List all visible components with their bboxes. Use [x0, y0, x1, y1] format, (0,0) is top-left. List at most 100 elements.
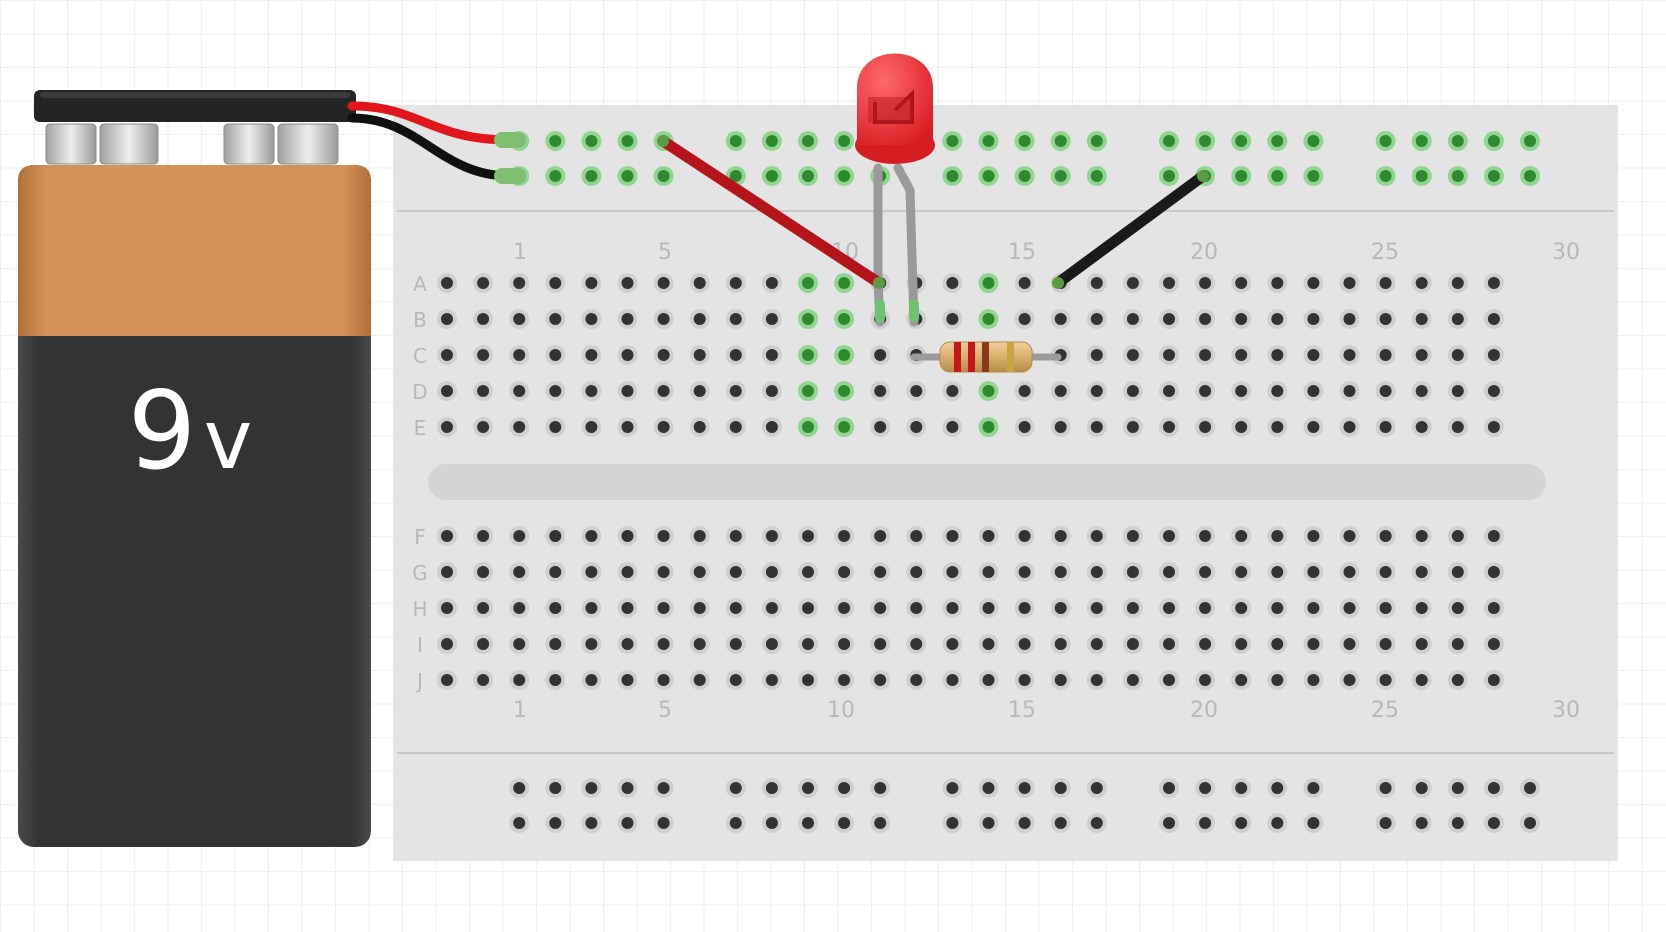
breadboard-hole[interactable]: [1018, 674, 1031, 686]
breadboard-hole[interactable]: [693, 277, 706, 289]
breadboard-hole[interactable]: [1307, 421, 1320, 433]
breadboard-hole[interactable]: [729, 602, 742, 614]
power-rail-hole[interactable]: [1415, 135, 1428, 147]
power-rail-hole[interactable]: [1451, 817, 1464, 829]
power-rail-hole[interactable]: [1090, 817, 1103, 829]
power-rail-hole[interactable]: [1524, 170, 1536, 182]
breadboard-hole[interactable]: [1379, 530, 1392, 542]
breadboard-hole[interactable]: [838, 349, 851, 361]
breadboard-hole[interactable]: [1451, 674, 1464, 686]
breadboard-hole[interactable]: [657, 674, 670, 686]
breadboard-hole[interactable]: [477, 349, 490, 361]
breadboard-hole[interactable]: [1090, 349, 1103, 361]
breadboard-hole[interactable]: [693, 349, 706, 361]
breadboard-hole[interactable]: [1379, 566, 1392, 578]
breadboard-hole[interactable]: [657, 638, 670, 650]
breadboard-hole[interactable]: [477, 638, 490, 650]
breadboard-hole[interactable]: [693, 638, 706, 650]
breadboard-hole[interactable]: [729, 566, 742, 578]
breadboard-hole[interactable]: [1487, 421, 1500, 433]
breadboard-hole[interactable]: [657, 385, 670, 397]
breadboard-hole[interactable]: [1018, 385, 1031, 397]
breadboard-hole[interactable]: [838, 277, 851, 289]
breadboard-hole[interactable]: [1451, 638, 1464, 650]
power-rail-hole[interactable]: [1054, 170, 1067, 182]
breadboard-hole[interactable]: [729, 349, 742, 361]
power-rail-hole[interactable]: [982, 135, 995, 147]
breadboard-hole[interactable]: [477, 674, 490, 686]
breadboard-hole[interactable]: [946, 385, 959, 397]
breadboard-hole[interactable]: [729, 530, 742, 542]
breadboard-hole[interactable]: [946, 277, 959, 289]
breadboard-hole[interactable]: [1451, 313, 1464, 325]
breadboard-hole[interactable]: [1054, 674, 1067, 686]
breadboard-hole[interactable]: [621, 602, 634, 614]
breadboard-hole[interactable]: [1415, 385, 1428, 397]
breadboard-hole[interactable]: [838, 674, 851, 686]
power-rail-hole[interactable]: [1018, 170, 1031, 182]
breadboard-hole[interactable]: [1126, 638, 1139, 650]
breadboard-hole[interactable]: [1379, 602, 1392, 614]
breadboard-hole[interactable]: [982, 674, 995, 686]
breadboard-hole[interactable]: [657, 421, 670, 433]
breadboard-hole[interactable]: [585, 349, 598, 361]
breadboard-hole[interactable]: [982, 638, 995, 650]
jumper-wire-red[interactable]: [657, 135, 885, 289]
breadboard-hole[interactable]: [946, 638, 959, 650]
power-rail-hole[interactable]: [1451, 782, 1464, 794]
power-rail-hole[interactable]: [1524, 782, 1536, 794]
breadboard-hole[interactable]: [802, 530, 814, 542]
breadboard-hole[interactable]: [441, 385, 453, 397]
power-rail-hole[interactable]: [549, 135, 562, 147]
breadboard-hole[interactable]: [1271, 566, 1284, 578]
breadboard-hole[interactable]: [1271, 530, 1284, 542]
breadboard-hole[interactable]: [729, 385, 742, 397]
breadboard-hole[interactable]: [513, 602, 526, 614]
breadboard-hole[interactable]: [1451, 602, 1464, 614]
power-rail-hole[interactable]: [729, 170, 742, 182]
breadboard-hole[interactable]: [513, 638, 526, 650]
breadboard-hole[interactable]: [549, 277, 562, 289]
breadboard-hole[interactable]: [1235, 530, 1248, 542]
breadboard-hole[interactable]: [802, 674, 814, 686]
breadboard-hole[interactable]: [1415, 530, 1428, 542]
breadboard-hole[interactable]: [1126, 530, 1139, 542]
breadboard-hole[interactable]: [1054, 421, 1067, 433]
power-rail-hole[interactable]: [657, 782, 670, 794]
breadboard-hole[interactable]: [1163, 313, 1175, 325]
power-rail-hole[interactable]: [1271, 817, 1284, 829]
breadboard-hole[interactable]: [621, 674, 634, 686]
breadboard-hole[interactable]: [1126, 277, 1139, 289]
breadboard-hole[interactable]: [441, 602, 453, 614]
breadboard-hole[interactable]: [802, 566, 814, 578]
breadboard-hole[interactable]: [1271, 602, 1284, 614]
power-rail-hole[interactable]: [838, 817, 851, 829]
breadboard-hole[interactable]: [693, 530, 706, 542]
power-rail-hole[interactable]: [1487, 782, 1500, 794]
breadboard-hole[interactable]: [802, 349, 814, 361]
breadboard-hole[interactable]: [441, 566, 453, 578]
power-rail-hole[interactable]: [946, 135, 959, 147]
breadboard-hole[interactable]: [477, 530, 490, 542]
breadboard-hole[interactable]: [513, 674, 526, 686]
breadboard-hole[interactable]: [838, 638, 851, 650]
breadboard-hole[interactable]: [549, 530, 562, 542]
breadboard-hole[interactable]: [838, 530, 851, 542]
breadboard-hole[interactable]: [1343, 421, 1356, 433]
power-rail-hole[interactable]: [802, 817, 814, 829]
breadboard-hole[interactable]: [874, 566, 887, 578]
breadboard-hole[interactable]: [1054, 638, 1067, 650]
breadboard-hole[interactable]: [1126, 566, 1139, 578]
breadboard-hole[interactable]: [1235, 566, 1248, 578]
breadboard-hole[interactable]: [765, 277, 778, 289]
breadboard-hole[interactable]: [946, 602, 959, 614]
breadboard-hole[interactable]: [1163, 421, 1175, 433]
breadboard-hole[interactable]: [621, 566, 634, 578]
breadboard-hole[interactable]: [1271, 349, 1284, 361]
breadboard-hole[interactable]: [477, 277, 490, 289]
breadboard-hole[interactable]: [441, 349, 453, 361]
breadboard-hole[interactable]: [1163, 349, 1175, 361]
power-rail-hole[interactable]: [1199, 135, 1212, 147]
power-rail-hole[interactable]: [765, 782, 778, 794]
power-rail-hole[interactable]: [621, 135, 634, 147]
